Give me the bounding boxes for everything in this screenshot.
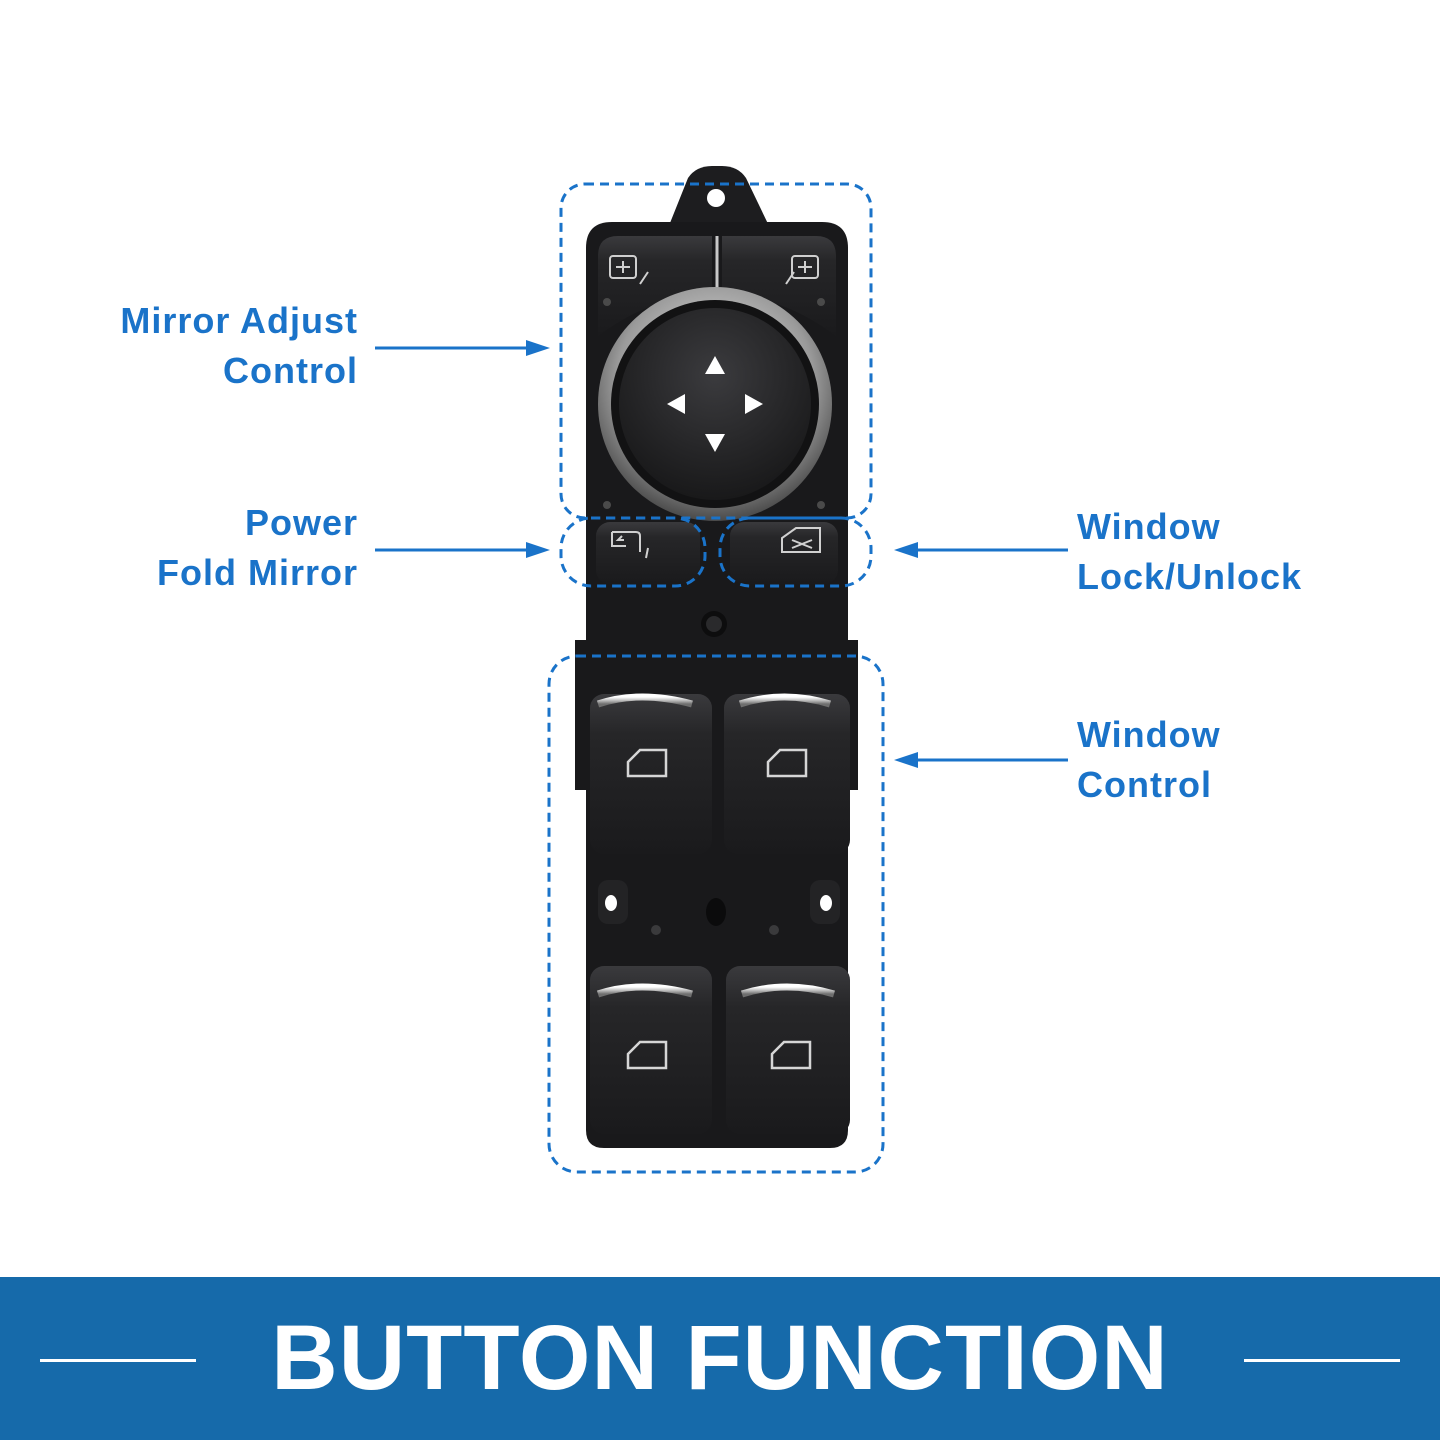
- window-control-outline: [547, 654, 885, 1174]
- window-icon: [626, 1040, 668, 1070]
- power-fold-outline: [559, 516, 707, 588]
- window-control-label-line2: Control: [1077, 764, 1212, 805]
- banner-title: BUTTON FUNCTION: [271, 1307, 1169, 1409]
- window-icon: [626, 748, 668, 778]
- title-banner: BUTTON FUNCTION: [0, 1277, 1440, 1440]
- window-lock-label: Window Lock/Unlock: [1077, 502, 1377, 602]
- mirror-adjust-label-line1: Mirror Adjust: [120, 300, 358, 341]
- mirror-adjust-outline: [559, 182, 873, 520]
- window-lock-icon: [781, 527, 821, 553]
- window-icon: [766, 748, 808, 778]
- mirror-adjust-label: Mirror Adjust Control: [60, 296, 358, 396]
- window-icon: [770, 1040, 812, 1070]
- power-fold-label-line2: Fold Mirror: [157, 552, 358, 593]
- direction-arrows: [667, 356, 763, 452]
- power-fold-label: Power Fold Mirror: [60, 498, 358, 598]
- window-lock-label-line2: Lock/Unlock: [1077, 556, 1303, 597]
- mirror-select-icon: [609, 255, 649, 285]
- mirror-adjust-label-line2: Control: [223, 350, 358, 391]
- power-fold-label-line1: Power: [244, 502, 358, 543]
- banner-rule-right: [1244, 1359, 1400, 1362]
- window-control-label-line1: Window: [1077, 714, 1221, 755]
- window-lock-label-line1: Window: [1077, 506, 1221, 547]
- mirror-select-icon: [785, 255, 819, 285]
- window-lock-outline: [718, 516, 873, 588]
- window-control-label: Window Control: [1077, 710, 1377, 810]
- banner-rule-left: [40, 1359, 196, 1362]
- mirror-fold-icon: [611, 531, 649, 559]
